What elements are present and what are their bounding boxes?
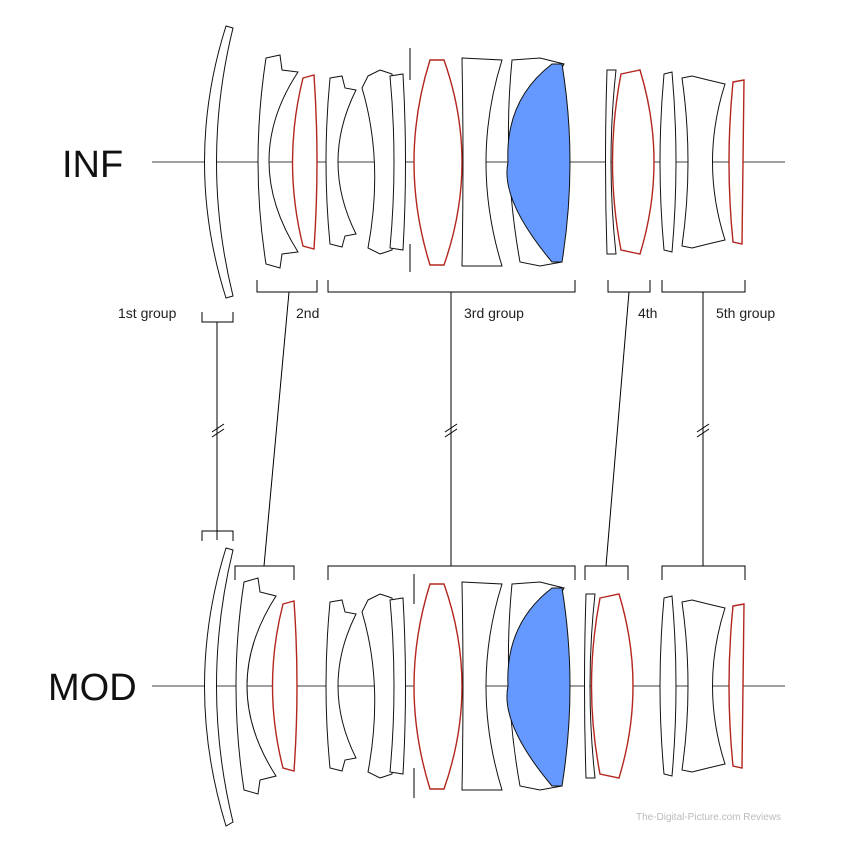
mod-g1-meniscus bbox=[204, 547, 234, 827]
inf-g3-element-4 bbox=[413, 59, 463, 266]
mod-g3-element-3 bbox=[389, 597, 406, 775]
link-g5-break-a bbox=[696, 423, 710, 433]
inf-g5-element-2 bbox=[681, 75, 726, 249]
group-movement-links bbox=[211, 291, 710, 567]
label-2nd-group: 2nd bbox=[296, 305, 319, 321]
inf-optical-layout: INF bbox=[62, 25, 785, 323]
link-g1-break-b bbox=[211, 428, 225, 438]
mod-g4-element-2 bbox=[590, 593, 634, 779]
mod-g2-element-2 bbox=[271, 600, 298, 772]
inf-g5-element-1 bbox=[659, 71, 677, 253]
link-g5-break-b bbox=[696, 428, 710, 438]
mod-g3-element-aspherical bbox=[506, 587, 571, 787]
inf-g4-bracket bbox=[607, 280, 651, 293]
label-5th-group: 5th group bbox=[716, 305, 775, 321]
mod-optical-layout: MOD bbox=[48, 530, 785, 827]
mod-g4-bracket bbox=[584, 565, 629, 580]
mod-g3-element-4 bbox=[413, 583, 463, 790]
inf-g3-element-5 bbox=[461, 57, 503, 267]
mod-g4-element-1 bbox=[584, 593, 596, 779]
watermark: The-Digital-Picture.com Reviews bbox=[636, 812, 781, 823]
inf-g3-element-aspherical bbox=[506, 63, 571, 263]
link-g4 bbox=[605, 291, 630, 567]
mod-g5-element-1 bbox=[659, 595, 677, 777]
inf-g2-element-2 bbox=[291, 74, 318, 250]
inf-g2-bracket bbox=[256, 280, 318, 293]
inf-g1-meniscus bbox=[204, 25, 234, 299]
label-1st-group: 1st group bbox=[118, 305, 177, 321]
inf-g4-element-1 bbox=[605, 69, 617, 255]
inf-label: INF bbox=[62, 144, 123, 186]
link-g2 bbox=[263, 291, 290, 567]
mod-g3-element-1 bbox=[325, 599, 357, 772]
mod-g2-element-1 bbox=[235, 577, 277, 795]
mod-g2-bracket bbox=[234, 565, 295, 580]
mod-g3-bracket bbox=[327, 565, 576, 580]
inf-g3-element-3 bbox=[389, 73, 406, 251]
link-g3-break-a bbox=[444, 423, 458, 433]
inf-g5-bracket bbox=[661, 280, 746, 293]
label-3rd-group: 3rd group bbox=[464, 305, 524, 321]
mod-label: MOD bbox=[48, 667, 137, 709]
mod-g5-element-2 bbox=[681, 599, 726, 773]
link-g1-break-a bbox=[211, 423, 225, 433]
label-4th-group: 4th bbox=[638, 305, 657, 321]
link-g3-break-b bbox=[444, 428, 458, 438]
inf-g4-element-2 bbox=[611, 69, 655, 255]
inf-g3-bracket bbox=[327, 280, 576, 293]
inf-g3-element-1 bbox=[325, 75, 357, 248]
mod-g3-element-5 bbox=[461, 581, 503, 791]
inf-g1-bracket bbox=[201, 312, 234, 323]
mod-g1-bracket bbox=[201, 530, 234, 541]
mod-g5-element-3 bbox=[728, 603, 745, 769]
inf-g5-element-3 bbox=[728, 79, 745, 245]
inf-g2-element-1 bbox=[257, 54, 299, 269]
mod-g5-bracket bbox=[661, 565, 746, 580]
